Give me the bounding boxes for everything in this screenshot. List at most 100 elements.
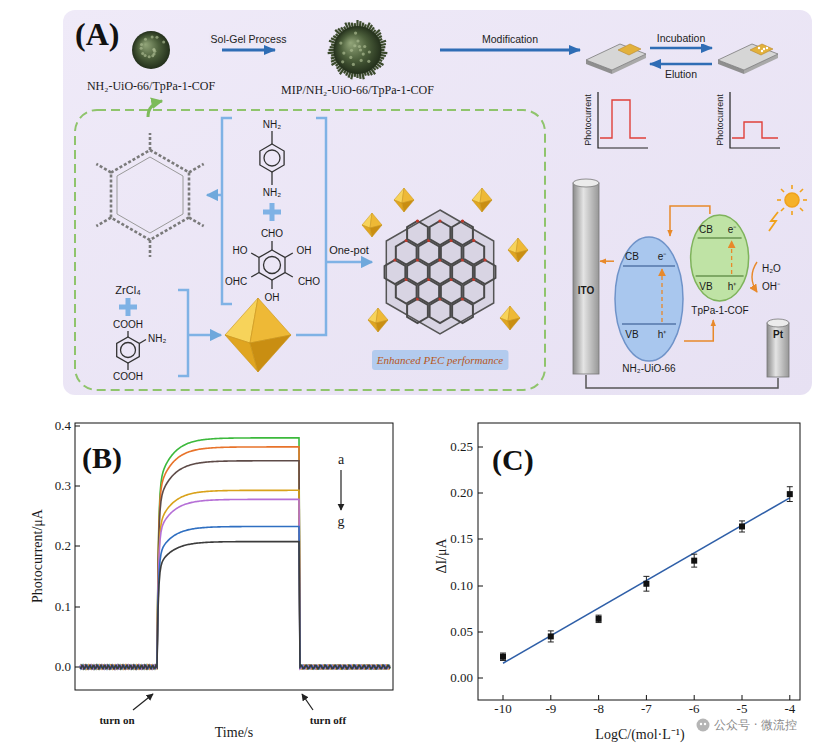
sheet-cell [430,299,451,323]
sphere-texture [359,48,362,51]
tick-label: -10 [494,701,511,717]
decor-line [646,695,647,700]
sphere-texture [367,60,370,63]
sphere-texture [363,45,366,48]
decor-line [781,189,784,192]
ito-cylinder [573,183,599,374]
decor-line [800,189,803,192]
modified-film [750,44,773,55]
chemical-label: NH₂ [263,119,281,130]
watermark: 公众号 · 微流控 [714,717,797,734]
error-bar [739,521,745,532]
decor-line [803,199,807,201]
circuit-wire [586,375,778,388]
process-arrow [650,63,712,66]
mof-octahedron [508,318,520,330]
sphere-texture [358,45,361,48]
photocurrent-step [732,122,778,138]
watermark-icon [697,719,710,732]
vb-level [622,323,676,324]
sphere-texture [339,42,342,45]
tick-label: -6 [689,701,700,717]
sheet-cell [452,221,473,245]
sphere-texture [141,52,144,55]
decor-line [189,218,204,227]
decor-line [791,211,793,215]
decor-line [503,695,504,700]
sheet-atom [472,239,475,242]
tick-label: -4 [784,701,795,717]
photocurrent-curve [80,542,390,669]
sphere-texture [353,44,356,47]
sheet-cell [418,280,439,304]
decor-line [75,546,80,547]
material-label: MIP/NH₂-UiO-66/TpPa-1-COF [281,83,434,98]
decor-line [75,486,80,487]
cof-ellipse [691,215,749,301]
mip-sphere: MIP/NH₂-UiO-66/TpPa-1-COF [275,18,440,100]
process-arrow [650,47,712,50]
cof-band-ellipse-shape [686,214,753,320]
sheet-atom [461,219,464,222]
decor-circle [697,719,710,732]
blue-bracket [178,118,326,376]
error-bar [500,653,506,660]
light-bolt [769,212,778,231]
chart-b-axes [75,423,393,690]
mof-octahedron [480,200,492,212]
sphere-texture [360,59,363,62]
decor-line [189,164,204,173]
band-label: VB [625,329,638,340]
uio-ellipse [615,237,683,361]
sphere-texture [144,38,147,41]
mip-sphere-core [334,26,382,74]
chemical-label: CHO [298,276,320,287]
sheet-cell [385,260,406,284]
green-curved-arrow [148,101,162,117]
ito-electrode-shape [572,178,600,375]
decor-polygon [260,144,284,172]
band-ground [372,350,508,370]
mof-octahedron [376,320,388,332]
fit-line [503,498,790,663]
tick-label: 0.0 [55,659,71,675]
decor-line [285,253,293,258]
decor-circle [704,723,706,725]
composite-sphere [132,31,170,69]
decor-line [478,539,483,540]
mof-octahedron [370,225,382,237]
panel-box: NH₂-UiO-66/TpPa-1-COFMIP/NH₂-UiO-66/TpPa… [63,10,812,395]
panel-letter: (A) [75,16,119,53]
tick-label: 0.00 [450,670,473,686]
linker-molecule [117,331,146,370]
photocurrent-curve [80,527,390,669]
decor-line [271,241,272,250]
pt-electrode: Pt [766,318,790,378]
cof-framework [96,133,203,257]
decor-line [789,695,790,700]
electrode-plot: Photocurrent [712,38,790,156]
axis-label: g [338,514,345,530]
sphere-texture [354,32,357,35]
decor-line [75,426,80,427]
chemical-label: NH₂ [148,333,166,344]
mof-octahedron [225,298,291,372]
sheet-cell [407,299,428,323]
sheet-cell [396,241,417,265]
sphere-texture [151,54,154,57]
tick-label: -8 [593,701,604,717]
decor-line [75,607,80,608]
plus-sign [119,298,137,316]
uio-band-ellipse-shape [614,236,684,376]
tick-label: -7 [641,701,652,717]
sphere-texture [140,47,143,50]
tick-label: -9 [545,701,556,717]
sheet-cell [441,280,462,304]
decor-line [478,632,483,633]
event-label: turn on [99,714,134,726]
calibration-plot [500,487,793,663]
template-cavity [763,48,765,50]
sheet-cell [418,241,439,265]
decor-line [149,240,152,257]
